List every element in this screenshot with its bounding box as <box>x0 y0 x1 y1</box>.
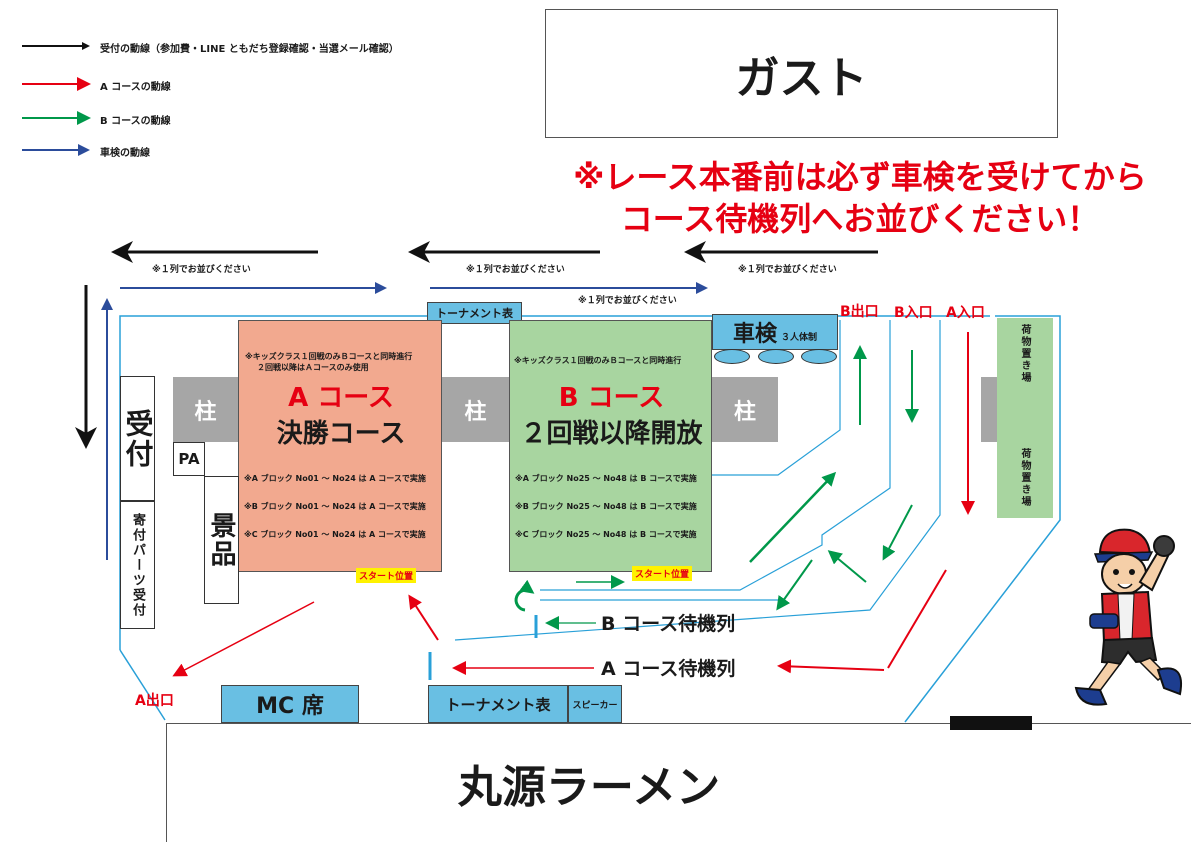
course-b-block-c: ※C ブロック No25 ～ No48 は B コースで実施 <box>515 530 697 539</box>
notice-line1: ※レース本番前は必ず車検を受けてから <box>573 158 1147 196</box>
course-a-block-a: ※A ブロック No01 ～ No24 は A コースで実施 <box>244 474 426 483</box>
mc-seat: MC 席 <box>221 685 359 723</box>
tournament-board-top: トーナメント表 <box>427 302 522 324</box>
course-b-note1: ※キッズクラス１回戦のみＢコースと同時進行 <box>514 356 682 365</box>
shaken-seat-2 <box>758 349 794 364</box>
shaken-seat-3 <box>801 349 837 364</box>
queue-b-label: B コース待機列 <box>601 613 736 635</box>
course-b-block-b: ※B ブロック No25 ～ No48 は B コースで実施 <box>515 502 697 511</box>
b-exit-label: B出口 <box>840 304 879 320</box>
baggage-label-bottom: 荷物置き場 <box>1019 448 1030 508</box>
speaker: スピーカー <box>568 685 622 723</box>
course-a-block-c: ※C ブロック No01 ～ No24 は A コースで実施 <box>244 530 426 539</box>
pillar-1: 柱 <box>173 377 238 442</box>
course-a-title: A コース <box>288 383 394 413</box>
queue-note-lower: ※１列でお並びください <box>578 296 677 306</box>
pa-label: PA <box>178 450 200 468</box>
shaken-sub: ３人体制 <box>781 332 818 343</box>
mascot-character <box>1074 528 1182 706</box>
course-a-start: スタート位置 <box>356 568 417 583</box>
prizes-label: 景品 <box>206 512 236 568</box>
queue-note-middle: ※１列でお並びください <box>466 265 565 275</box>
a-exit-label: A出口 <box>135 693 174 709</box>
course-a-note1: ※キッズクラス１回戦のみＢコースと同時進行 <box>245 352 413 361</box>
course-b-block-a: ※A ブロック No25 ～ No48 は B コースで実施 <box>515 474 697 483</box>
tournament-board-bottom: トーナメント表 <box>428 685 568 723</box>
pillar-3: 柱 <box>712 377 778 442</box>
course-a-area: ※キッズクラス１回戦のみＢコースと同時進行 ２回戦以降はＡコースのみ使用 A コ… <box>238 320 442 572</box>
shaken-seat-1 <box>714 349 750 364</box>
course-a-block-b: ※B ブロック No01 ～ No24 は A コースで実施 <box>244 502 426 511</box>
pa-booth: PA <box>173 442 205 476</box>
baggage-area: 荷物置き場 荷物置き場 <box>997 318 1053 518</box>
course-a-note2: ２回戦以降はＡコースのみ使用 <box>257 363 369 372</box>
shaken-station: 車検 ３人体制 <box>712 314 838 350</box>
reception-booth: 受付 <box>120 376 155 501</box>
legend-course-b: B コースの動線 <box>100 116 171 127</box>
course-a-subtitle: 決勝コース <box>276 419 406 449</box>
building-gust: ガスト <box>545 9 1058 138</box>
parts-label: 寄付パーツ受付 <box>130 512 145 618</box>
course-b-title: B コース <box>558 383 665 413</box>
course-b-subtitle: ２回戦以降開放 <box>520 419 703 449</box>
legend-course-a: A コースの動線 <box>100 82 171 93</box>
shaken-title: 車検 <box>732 322 777 347</box>
a-entrance-label: A入口 <box>946 305 985 321</box>
entrance-bar <box>950 716 1032 730</box>
parts-booth: 寄付パーツ受付 <box>120 501 155 629</box>
reception-label: 受付 <box>121 408 155 469</box>
queue-note-left: ※１列でお並びください <box>152 265 251 275</box>
queue-note-right: ※１列でお並びください <box>738 265 837 275</box>
building-marugen-ramen: 丸源ラーメン <box>166 723 1191 842</box>
course-b-start: スタート位置 <box>632 566 693 581</box>
course-b-area: ※キッズクラス１回戦のみＢコースと同時進行 B コース ２回戦以降開放 ※A ブ… <box>509 320 712 572</box>
legend-shaken: 車検の動線 <box>100 148 150 159</box>
notice-line2: コース待機列へお並びください！ <box>620 200 1100 238</box>
prizes-booth: 景品 <box>204 476 239 604</box>
pillar-2: 柱 <box>442 377 509 442</box>
legend-reception: 受付の動線（参加費・LINE ともだち登録確認・当選メール確認） <box>100 44 399 55</box>
building-gust-label: ガスト <box>735 52 868 104</box>
baggage-label-top: 荷物置き場 <box>1019 324 1030 384</box>
building-marugen-label: 丸源ラーメン <box>457 762 721 813</box>
queue-a-label: A コース待機列 <box>601 658 736 680</box>
b-entrance-label: B入口 <box>894 305 933 321</box>
